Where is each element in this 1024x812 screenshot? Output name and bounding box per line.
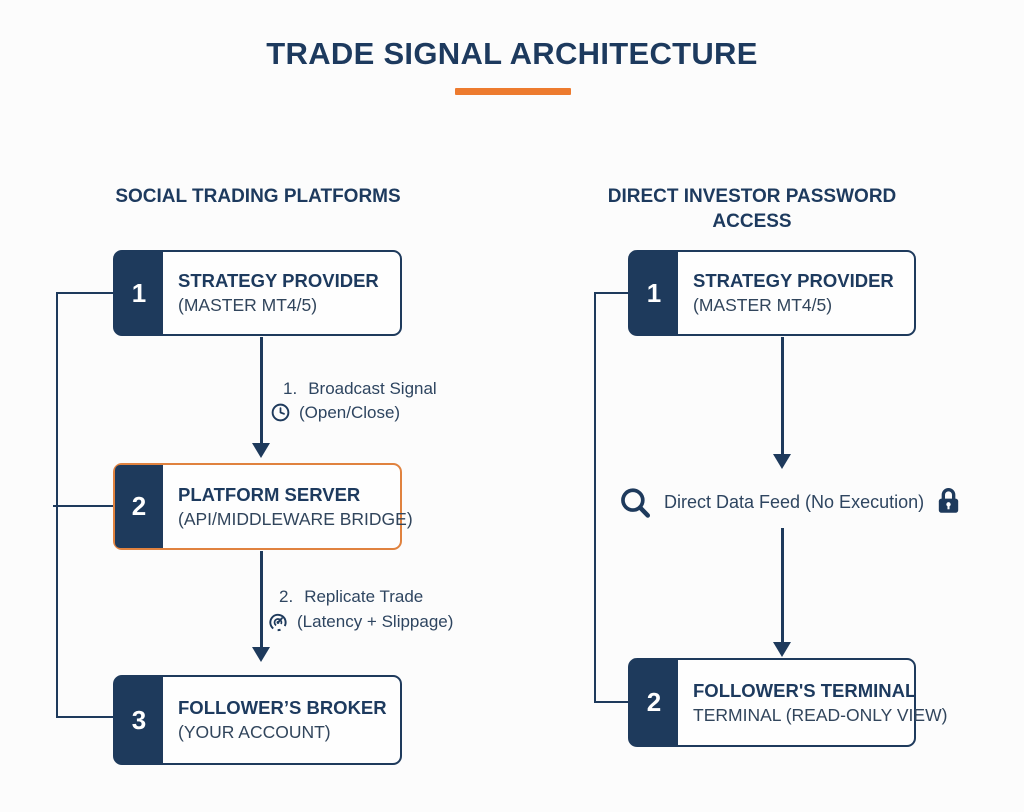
arrow-down-icon [773,454,791,469]
step-number-badge: 1 [630,252,678,334]
arrow-line [260,337,263,444]
right-column-header-line1: DIRECT INVESTOR PASSWORD [607,186,897,207]
right-box-followers-terminal: 2 FOLLOWER'S TERMINAL TERMINAL (READ-ONL… [628,658,947,747]
arrow-down-icon [252,443,270,458]
step-number: 2. [279,587,294,606]
box-title: FOLLOWER'S TERMINAL [693,679,917,701]
left-bracket-stub-2 [53,505,113,507]
page-title: TRADE SIGNAL ARCHITECTURE [266,36,758,71]
box-title: FOLLOWER’S BROKER [178,697,387,718]
box-title: PLATFORM SERVER [178,483,361,505]
arrow-down-icon [773,642,791,657]
step-detail: (Open/Close) [299,402,401,422]
search-icon [618,486,652,520]
left-bracket-stub-3 [56,716,113,718]
arrow-line [781,337,784,455]
right-column-header-line2: ACCESS [712,211,792,232]
right-bracket-line [594,292,596,703]
arrow-line [781,528,784,643]
box-title: STRATEGY PROVIDER [693,270,894,291]
right-column-header: DIRECT INVESTOR PASSWORD ACCESS [602,184,902,234]
feed-label: Direct Data Feed (No Execution) [664,492,925,512]
timer-icon [266,610,289,633]
arrow-label-broadcast-signal: 1. Broadcast Signal (Open/Close) [270,379,437,423]
left-bracket-stub-1 [56,292,113,294]
left-box-platform-server: 2 PLATFORM SERVER (API/MIDDLEWARE BRIDGE… [113,463,413,550]
left-box-followers-broker: 3 FOLLOWER’S BROKER (YOUR ACCOUNT) [113,675,402,765]
clock-icon [270,402,291,423]
box-subtitle: (MASTER MT4/5) [693,295,833,315]
step-text: Replicate Trade [304,587,424,606]
right-bracket-stub-1 [594,292,628,294]
box-title: STRATEGY PROVIDER [178,270,379,291]
box-subtitle: (MASTER MT4/5) [178,295,318,315]
step-number-badge: 2 [115,465,163,548]
arrow-line [260,551,263,648]
box-subtitle: (YOUR ACCOUNT) [178,722,331,742]
right-bracket-stub-2 [594,701,628,703]
box-subtitle: TERMINAL (READ-ONLY VIEW) [693,704,948,725]
right-box-strategy-provider: 1 STRATEGY PROVIDER (MASTER MT4/5) [628,250,916,336]
step-text: Broadcast Signal [308,379,437,398]
title-underline [455,88,571,95]
step-number-badge: 3 [115,677,163,763]
arrow-down-icon [252,647,270,662]
step-number-badge: 1 [115,252,163,334]
arrow-label-replicate-trade: 2. Replicate Trade (Latency + Slippage) [266,587,453,633]
left-column-header: SOCIAL TRADING PLATFORMS [115,186,401,207]
lock-icon [933,485,964,516]
step-number-badge: 2 [630,660,678,745]
box-subtitle: (API/MIDDLEWARE BRIDGE) [178,508,413,529]
step-detail: (Latency + Slippage) [297,611,454,631]
left-box-strategy-provider: 1 STRATEGY PROVIDER (MASTER MT4/5) [113,250,402,336]
step-number: 1. [283,379,298,398]
